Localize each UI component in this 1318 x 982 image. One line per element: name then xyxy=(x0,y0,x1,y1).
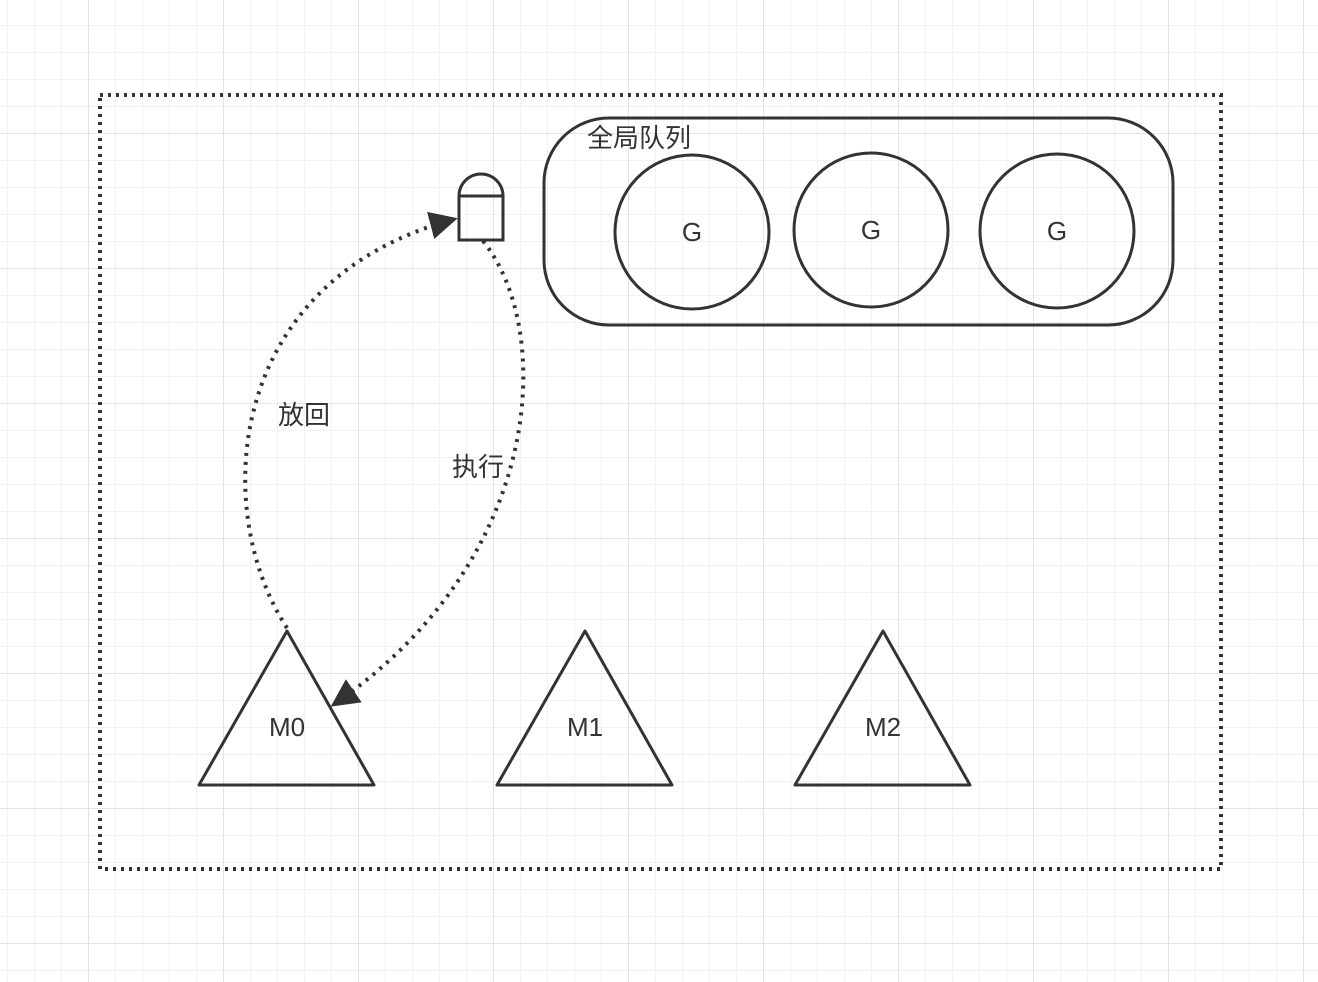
machine-label: M2 xyxy=(865,712,901,742)
goroutine-label: G xyxy=(682,217,702,247)
machine-label: M0 xyxy=(269,712,305,742)
put-back-label: 放回 xyxy=(278,401,330,431)
machine-m1: M1 xyxy=(495,629,674,787)
machine-m2: M2 xyxy=(793,629,972,787)
goroutine-g3: G xyxy=(978,152,1136,310)
goroutine-g2: G xyxy=(792,151,950,309)
goroutine-label: G xyxy=(1047,216,1067,246)
machine-label: M1 xyxy=(567,712,603,742)
scheduler-boundary xyxy=(98,93,1223,871)
lock-icon xyxy=(457,172,505,242)
machine-m0: M0 xyxy=(197,629,376,787)
execute-label: 执行 xyxy=(452,453,504,483)
global-queue-container xyxy=(542,116,1175,327)
goroutine-label: G xyxy=(861,215,881,245)
global-queue-label: 全局队列 xyxy=(587,124,691,154)
goroutine-g1: G xyxy=(613,153,771,311)
put-back-arrow xyxy=(243,211,458,630)
